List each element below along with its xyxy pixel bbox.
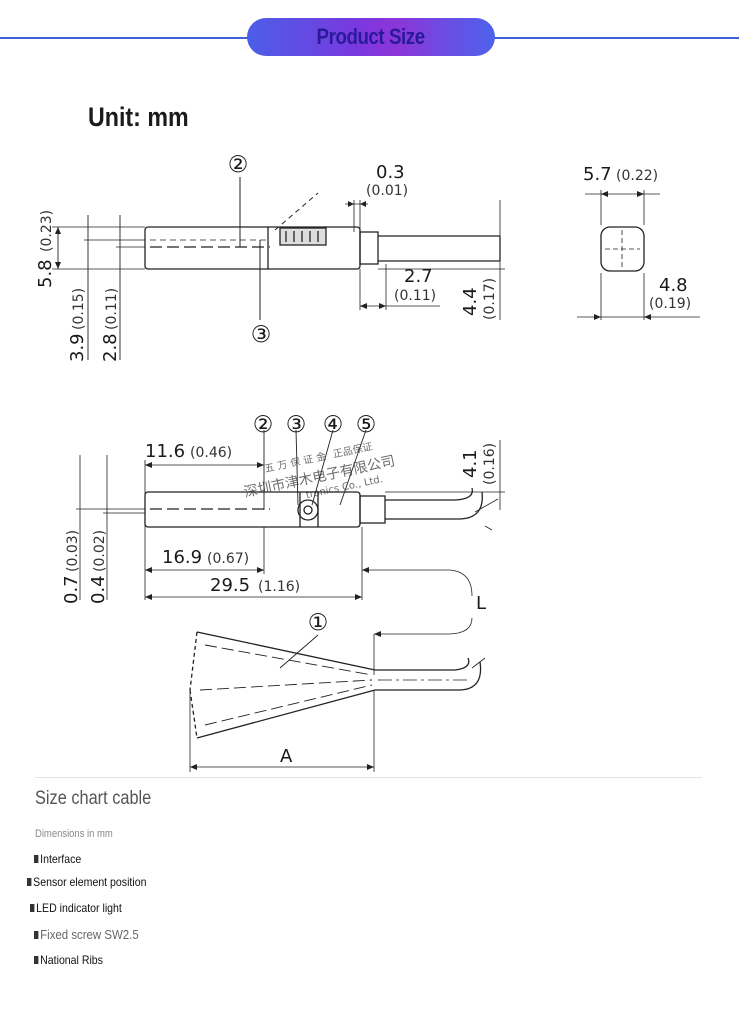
section-divider	[35, 777, 702, 778]
header-rule-left	[0, 37, 255, 39]
callout-3-mid: ③	[286, 412, 307, 438]
legend-label: National Ribs	[40, 953, 103, 967]
callout-1-bottom: ①	[308, 610, 329, 636]
dim-29-5: 29.5	[210, 575, 250, 596]
watermark-line-2: 正品保证	[332, 440, 374, 461]
dim-4-1: 4.1	[460, 449, 481, 478]
dim-4-8: 4.8	[659, 275, 688, 296]
dim-5-7-inch: (0.22)	[616, 168, 658, 184]
bullet-icon	[27, 878, 32, 886]
dim-0-3: 0.3	[376, 162, 405, 183]
page-title: Product Size	[316, 24, 426, 49]
technical-drawing: ② ③ ② ③ ④ ⑤ ① 0.3 (0.01) 2.7 (0.11) 5.7 …	[35, 152, 700, 772]
unit-label: Unit: mm	[88, 102, 189, 132]
legend-label: LED indicator light	[36, 901, 122, 915]
bullet-icon	[34, 956, 39, 964]
dim-3-9-inch: (0.15)	[71, 288, 87, 330]
dim-0-3-inch: (0.01)	[366, 183, 408, 199]
dim-2-7: 2.7	[404, 266, 433, 287]
dim-4-4-inch: (0.17)	[482, 278, 498, 320]
dimensions-note: Dimensions in mm	[35, 828, 113, 840]
dim-16-9: 16.9	[162, 547, 202, 568]
dim-5-7: 5.7	[583, 164, 612, 185]
dim-4-4: 4.4	[460, 287, 481, 316]
sensor-top-view	[76, 429, 505, 675]
legend-item-fixed-screw: Fixed screw SW2.5	[34, 927, 139, 942]
bullet-icon	[34, 930, 39, 939]
dim-2-8-inch: (0.11)	[104, 288, 120, 330]
callout-3-top: ③	[251, 322, 272, 348]
legend-item-sensor-position: Sensor element position	[27, 875, 146, 889]
sensor-side-view	[52, 177, 505, 360]
size-chart-caption: Size chart cable	[35, 788, 152, 809]
dim-3-9: 3.9	[67, 333, 88, 362]
dim-L: L	[476, 593, 486, 614]
legend-label: Fixed screw SW2.5	[40, 927, 139, 942]
dim-2-8: 2.8	[100, 333, 121, 362]
callout-5-mid: ⑤	[356, 412, 377, 438]
bullet-icon	[30, 904, 35, 912]
callout-2-top: ②	[228, 152, 249, 178]
header-banner: Product Size	[247, 18, 495, 56]
watermark-stamp: 五 万 保 证 金 正品保证 深圳市津木电子有限公司 tronics Co., …	[242, 440, 396, 502]
dimension-arrows	[55, 191, 651, 770]
dim-11-6-inch: (0.46)	[190, 445, 232, 461]
dim-0-4-inch: (0.02)	[92, 530, 108, 572]
dim-4-1-inch: (0.16)	[482, 443, 498, 485]
dim-0-7: 0.7	[61, 575, 82, 604]
legend-label: Interface	[40, 852, 82, 866]
dim-29-5-inch: (1.16)	[258, 579, 300, 595]
sensor-cross-section	[577, 190, 700, 320]
dim-0-7-inch: (0.03)	[65, 530, 81, 572]
dim-11-6: 11.6	[145, 441, 185, 462]
callout-4-mid: ④	[323, 412, 344, 438]
dim-0-4: 0.4	[88, 575, 109, 604]
callout-2-mid: ②	[253, 412, 274, 438]
dim-2-7-inch: (0.11)	[394, 288, 436, 304]
cable-fan-view	[189, 631, 486, 772]
legend-item-national-ribs: National Ribs	[34, 953, 103, 967]
dim-4-8-inch: (0.19)	[649, 296, 691, 312]
dim-A: A	[280, 746, 293, 767]
legend-item-interface: Interface	[34, 852, 81, 866]
dim-5-8: 5.8	[35, 259, 56, 288]
dim-16-9-inch: (0.67)	[207, 551, 249, 567]
legend-item-led: LED indicator light	[30, 901, 122, 915]
bullet-icon	[34, 855, 39, 863]
header-rule-right	[487, 37, 739, 39]
legend-label: Sensor element position	[33, 875, 147, 889]
dim-5-8-inch: (0.23)	[39, 210, 55, 252]
